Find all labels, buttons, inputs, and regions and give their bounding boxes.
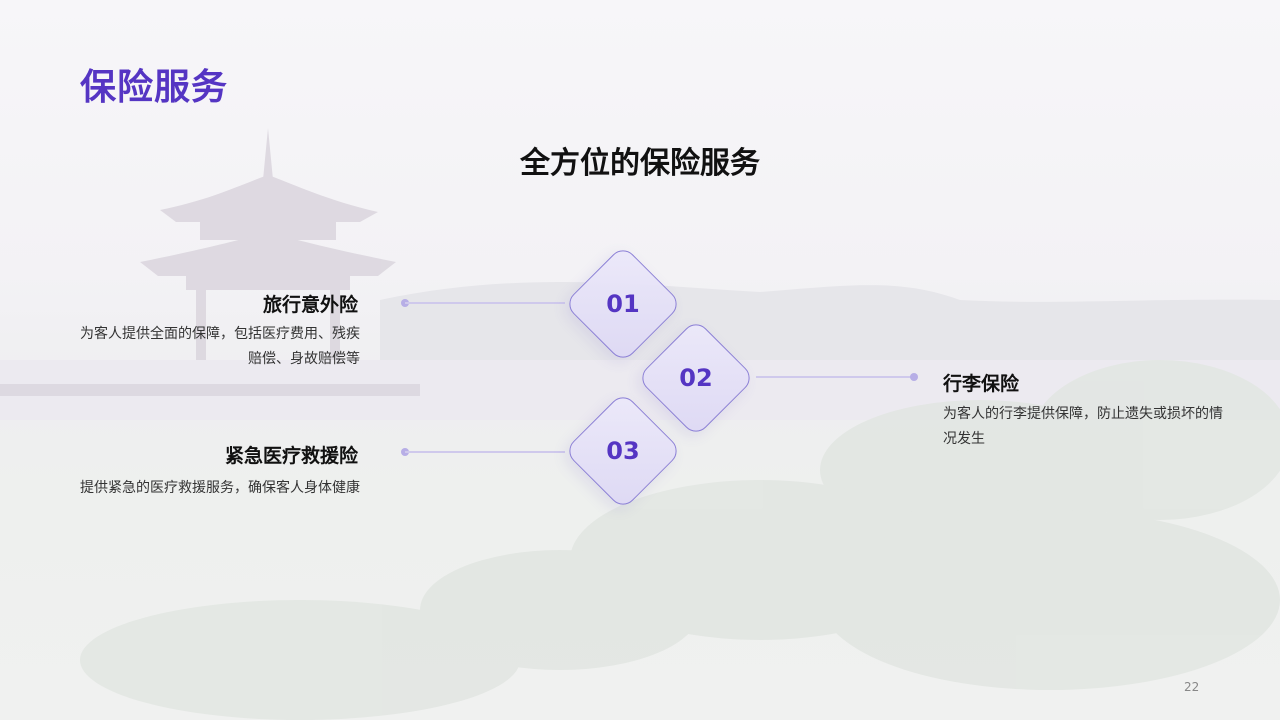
connector-dot-02 <box>910 373 918 381</box>
diamond-03: 03 <box>563 391 683 511</box>
diamond-number: 03 <box>606 437 640 465</box>
diamond-01: 01 <box>563 244 683 364</box>
item-desc-luggage: 为客人的行李提供保障，防止遗失或损坏的情况发生 <box>943 406 1223 447</box>
connector-line-02 <box>756 376 914 378</box>
slide-title: 保险服务 <box>80 67 229 108</box>
diamond-number: 01 <box>606 290 640 318</box>
diamond-02: 02 <box>636 318 756 438</box>
slide-subtitle: 全方位的保险服务 <box>520 146 760 181</box>
connector-line-03 <box>405 451 565 453</box>
item-title-emergency-medical: 紧急医疗救援险 <box>224 445 358 467</box>
page-number: 22 <box>1184 680 1200 694</box>
item-title-travel-accident: 旅行意外险 <box>262 294 358 316</box>
item-desc-emergency-medical: 提供紧急的医疗救援服务，确保客人身体健康 <box>80 480 360 496</box>
item-desc-travel-accident: 为客人提供全面的保障，包括医疗费用、残疾赔偿、身故赔偿等 <box>80 326 360 367</box>
diamond-number: 02 <box>679 364 713 392</box>
item-title-luggage: 行李保险 <box>943 373 1020 395</box>
connector-line-01 <box>405 302 565 304</box>
